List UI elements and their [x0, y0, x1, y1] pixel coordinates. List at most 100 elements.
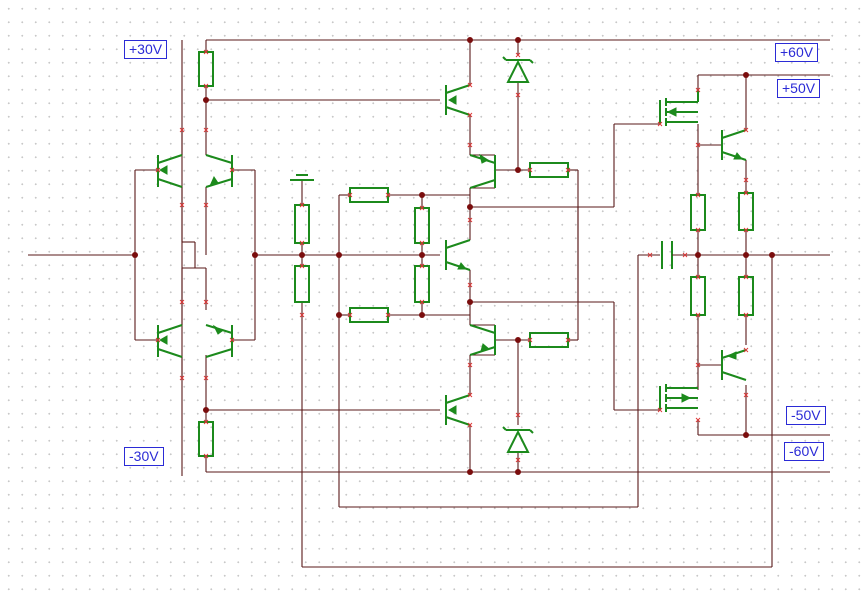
capacitor-c1 — [661, 241, 698, 269]
pin-marker — [155, 167, 161, 173]
resistor-r7 — [349, 187, 389, 203]
transistor-q3 — [157, 324, 183, 358]
transistor-q8 — [469, 324, 496, 356]
pin-marker — [299, 263, 305, 269]
mosfet-bottom — [659, 384, 698, 412]
pin-marker — [467, 362, 473, 368]
resistor-r1 — [198, 51, 214, 87]
pin-marker — [527, 337, 533, 343]
transistor-q7 — [445, 239, 471, 271]
pin-marker — [515, 92, 521, 98]
transistor-q1 — [157, 154, 183, 188]
pin-marker — [657, 121, 663, 127]
pin-marker — [203, 419, 209, 425]
resistor-r10 — [529, 332, 569, 348]
resistor-r12 — [738, 192, 754, 231]
zener-diode-bottom — [502, 426, 534, 453]
pin-marker — [515, 412, 521, 418]
pin-marker — [695, 192, 701, 198]
pin-marker — [347, 312, 353, 318]
pin-marker — [385, 192, 391, 198]
pin-marker — [467, 282, 473, 288]
transistor-q6 — [469, 153, 496, 189]
pin-marker — [203, 127, 209, 133]
pin-marker — [695, 227, 701, 233]
pin-marker — [299, 312, 305, 318]
pin-marker — [229, 337, 235, 343]
resistor-r13 — [690, 276, 706, 316]
resistor-r8 — [349, 307, 389, 323]
pin-marker — [682, 252, 688, 258]
resistor-r14 — [738, 276, 754, 316]
pin-marker — [467, 422, 473, 428]
transistor-q10 — [721, 129, 747, 161]
transistor-q9 — [445, 394, 471, 426]
pin-marker — [527, 167, 533, 173]
rail-label-minus50: -50V — [786, 406, 826, 425]
rail-label-minus30: -30V — [124, 447, 164, 466]
pin-marker — [229, 167, 235, 173]
pin-marker — [695, 87, 701, 93]
pin-marker — [743, 274, 749, 280]
pin-marker — [419, 240, 425, 246]
pin-marker — [695, 312, 701, 318]
pin-marker — [419, 263, 425, 269]
mosfet-top — [659, 90, 699, 126]
junctions — [132, 37, 775, 475]
resistor-r6 — [414, 265, 430, 303]
rail-label-minus60: -60V — [784, 442, 824, 461]
pin-marker — [743, 312, 749, 318]
pin-marker — [695, 362, 701, 368]
transistors — [157, 84, 747, 426]
pin-marker — [179, 375, 185, 381]
pin-marker — [743, 392, 749, 398]
pin-marker — [467, 112, 473, 118]
zener-diode-top — [502, 56, 534, 83]
pin-marker — [743, 127, 749, 133]
pin-marker — [743, 227, 749, 233]
resistor-r9 — [529, 162, 569, 178]
pin-marker — [203, 453, 209, 459]
pin-marker — [647, 252, 653, 258]
pin-marker — [299, 202, 305, 208]
pin-marker — [695, 274, 701, 280]
pin-marker — [203, 202, 209, 208]
resistor-r11 — [690, 194, 706, 231]
rail-label-plus50: +50V — [777, 79, 821, 98]
pin-marker — [467, 217, 473, 223]
pin-marker — [203, 83, 209, 89]
pin-marker — [347, 192, 353, 198]
wires — [28, 39, 830, 568]
pin-marker — [515, 52, 521, 58]
transistor-q4 — [205, 324, 233, 358]
pin-marker — [299, 240, 305, 246]
resistor-r4 — [294, 265, 310, 303]
pin-marker — [179, 202, 185, 208]
pin-marker — [385, 312, 391, 318]
pin-marker — [743, 190, 749, 196]
pin-marker — [179, 299, 185, 305]
pin-marker — [743, 177, 749, 183]
resistor-r3 — [294, 204, 310, 244]
pin-marker — [467, 142, 473, 148]
pin-marker — [467, 392, 473, 398]
pin-marker — [695, 417, 701, 423]
pin-marker — [179, 127, 185, 133]
pin-marker — [419, 299, 425, 305]
pin-marker — [203, 49, 209, 55]
pin-marker — [695, 142, 701, 148]
pin-marker — [155, 337, 161, 343]
mosfets — [659, 90, 699, 412]
pin-marker — [743, 347, 749, 353]
transistor-q11 — [721, 349, 747, 381]
ground-symbol — [290, 174, 314, 181]
pin-marker — [657, 407, 663, 413]
resistor-r2 — [198, 421, 214, 457]
pin-marker — [203, 375, 209, 381]
resistor-r5 — [414, 207, 430, 244]
pin-marker — [419, 205, 425, 211]
pin-marker — [203, 299, 209, 305]
pin-marker — [467, 82, 473, 88]
